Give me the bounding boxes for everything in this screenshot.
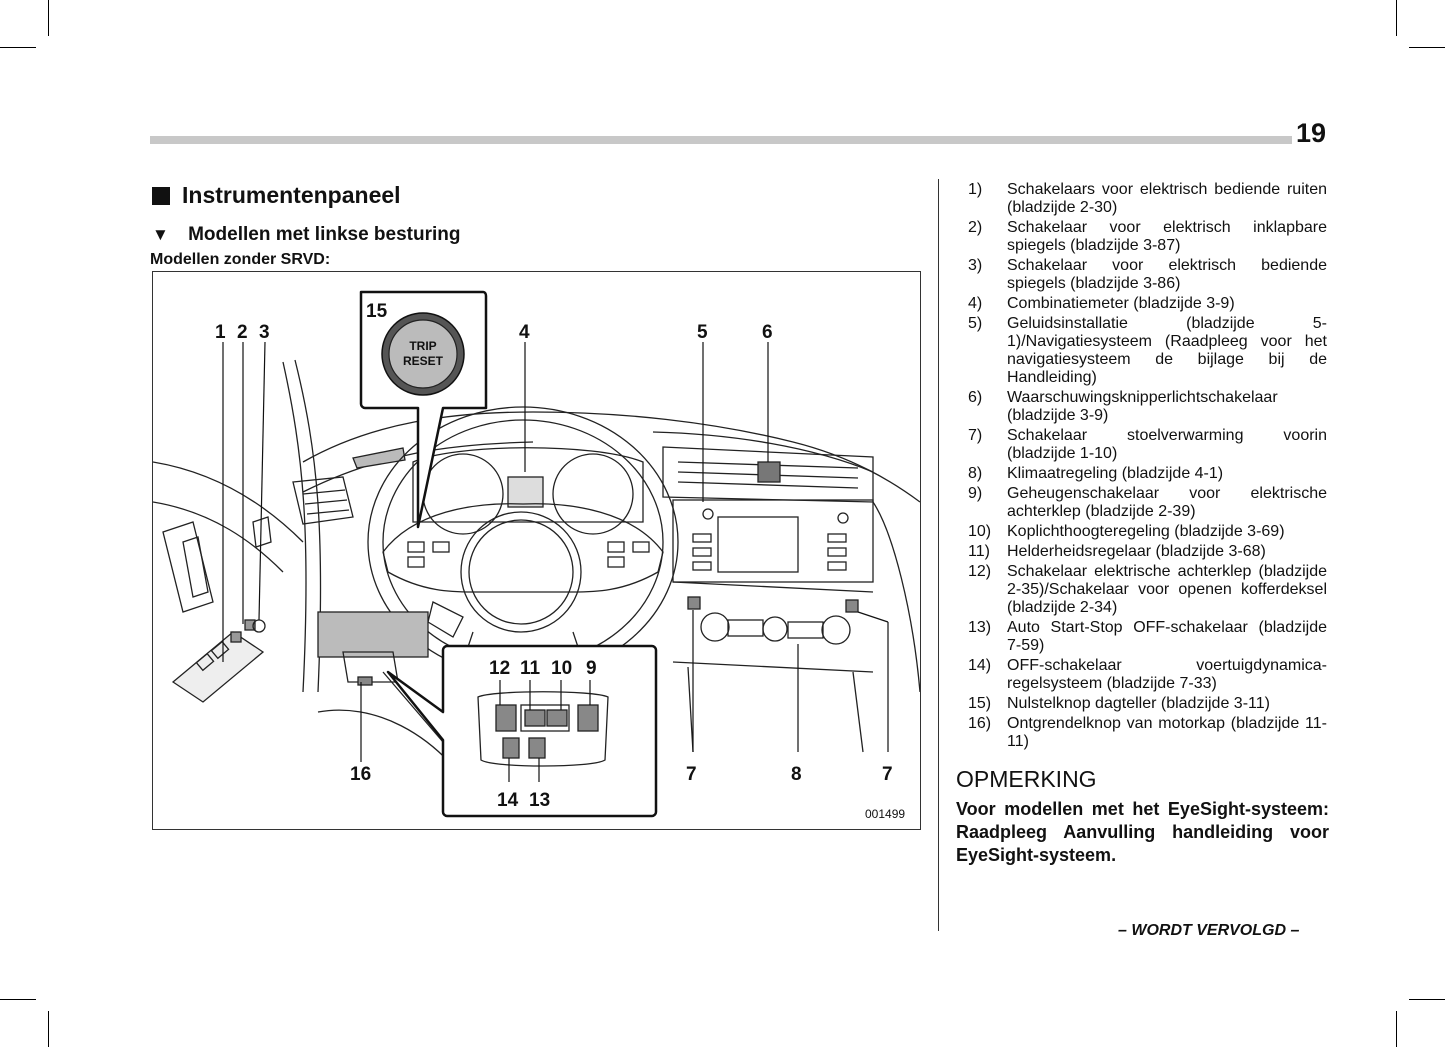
legend-item: 12) Schakelaar elektrische achterklep (bl… <box>968 563 1327 617</box>
legend-text: Helderheidsregelaar (bladzijde 3-68) <box>1007 543 1266 560</box>
legend-text: Nulstelknop dagteller (bladzijde 3-11) <box>1007 695 1270 712</box>
callout-3: 3 <box>259 322 270 343</box>
subsection-title: ▼ Modellen met linkse besturing <box>152 224 461 246</box>
dashboard-figure: 1 2 3 4 5 6 15 16 7 8 7 12 11 10 9 14 13… <box>152 271 921 830</box>
continued-label: – WORDT VERVOLGD – <box>1118 922 1300 939</box>
legend-number: 16) <box>968 715 992 732</box>
callout-8: 8 <box>791 764 802 785</box>
legend-text: Schakelaar stoelverwarming voorin (bladz… <box>1007 427 1327 462</box>
legend-number: 15) <box>968 695 992 712</box>
triangle-down-icon: ▼ <box>152 225 169 244</box>
callout-2: 2 <box>237 322 248 343</box>
legend-number: 6) <box>968 389 983 406</box>
legend-item: 11) Helderheidsregelaar (bladzijde 3-68) <box>968 543 1327 561</box>
crop-mark <box>0 999 36 1000</box>
legend-item: 6) Waarschuwingsknipperlichtschakelaar (b… <box>968 389 1327 425</box>
section-title-text: Instrumentenpaneel <box>182 182 401 208</box>
crop-mark <box>1409 999 1445 1000</box>
section-square-icon <box>152 186 170 205</box>
legend-item: 15) Nulstelknop dagteller (bladzijde 3-11… <box>968 695 1327 713</box>
legend-number: 1) <box>968 181 983 198</box>
crop-mark <box>1396 1011 1397 1047</box>
legend-number: 8) <box>968 465 983 482</box>
legend-item: 7) Schakelaar stoelverwarming voorin (bla… <box>968 427 1327 463</box>
legend-item: 10) Koplichthoogteregeling (bladzijde 3-6… <box>968 523 1327 541</box>
legend-text: Ontgrendelknop van motorkap (bladzijde 1… <box>1007 715 1327 750</box>
legend-number: 9) <box>968 485 983 502</box>
reset-label: RESET <box>403 354 444 368</box>
dashboard-illustration: 1 2 3 4 5 6 15 16 7 8 7 12 11 10 9 14 13… <box>153 290 920 821</box>
figure-id: 001499 <box>865 807 905 821</box>
trip-label: TRIP <box>409 339 436 353</box>
legend-text: Combinatiemeter (bladzijde 3-9) <box>1007 295 1235 312</box>
model-label: Modellen zonder SRVD: <box>150 251 331 268</box>
callout-12: 12 <box>489 658 510 679</box>
callout-16: 16 <box>350 764 371 785</box>
legend-item: 1) Schakelaars voor elektrisch bediende r… <box>968 181 1327 217</box>
page-number: 19 <box>1296 118 1327 148</box>
callout-6: 6 <box>762 322 773 343</box>
legend-item: 5) Geluidsinstallatie (bladzijde 5-1)/Nav… <box>968 315 1327 387</box>
callout-1: 1 <box>215 322 226 343</box>
legend-number: 5) <box>968 315 983 332</box>
legend-item: 13) Auto Start-Stop OFF-schakelaar (bladz… <box>968 619 1327 655</box>
legend-text: Klimaatregeling (bladzijde 4-1) <box>1007 465 1224 482</box>
legend-number: 2) <box>968 219 983 236</box>
legend-text: Koplichthoogteregeling (bladzijde 3-69) <box>1007 523 1285 540</box>
legend-number: 12) <box>968 563 992 580</box>
legend-text: Auto Start-Stop OFF-schakelaar (bladzijd… <box>1007 619 1327 654</box>
legend-item: 14) OFF-schakelaar voertuigdynamica-regel… <box>968 657 1327 693</box>
callout-15: 15 <box>366 301 388 322</box>
callout-14: 14 <box>497 790 519 811</box>
callout-11: 11 <box>520 658 541 679</box>
legend-number: 11) <box>968 543 990 560</box>
legend-text: OFF-schakelaar voertuigdynamica-regelsys… <box>1007 657 1327 692</box>
subsection-title-text: Modellen met linkse besturing <box>188 224 461 245</box>
callout-7-left: 7 <box>686 764 697 785</box>
column-divider <box>938 179 939 931</box>
callout-9: 9 <box>586 658 597 679</box>
legend-text: Schakelaars voor elektrisch bediende rui… <box>1007 181 1327 216</box>
callout-13: 13 <box>529 790 550 811</box>
crop-mark <box>48 0 49 36</box>
legend-number: 7) <box>968 427 983 444</box>
section-title: Instrumentenpaneel <box>152 182 401 209</box>
legend-item: 9) Geheugenschakelaar voor elektrische ac… <box>968 485 1327 521</box>
legend-text: Schakelaar voor elektrisch inklapbare sp… <box>1007 219 1327 254</box>
legend-item: 8) Klimaatregeling (bladzijde 4-1) <box>968 465 1327 483</box>
legend-number: 3) <box>968 257 983 274</box>
legend-text: Waarschuwingsknipperlichtschakelaar (bla… <box>1007 389 1278 424</box>
legend-number: 14) <box>968 657 992 674</box>
callout-10: 10 <box>551 658 572 679</box>
legend-number: 4) <box>968 295 983 312</box>
legend-item: 4) Combinatiemeter (bladzijde 3-9) <box>968 295 1327 313</box>
crop-mark <box>48 1011 49 1047</box>
legend-item: 16) Ontgrendelknop van motorkap (bladzijd… <box>968 715 1327 751</box>
legend-text: Schakelaar voor elektrisch bediende spie… <box>1007 257 1327 292</box>
legend-item: 2) Schakelaar voor elektrisch inklapbare … <box>968 219 1327 255</box>
legend-text: Geluidsinstallatie (bladzijde 5-1)/Navig… <box>1007 315 1327 386</box>
legend-number: 13) <box>968 619 992 636</box>
legend-number: 10) <box>968 523 992 540</box>
crop-mark <box>1396 0 1397 36</box>
crop-mark <box>1409 47 1445 48</box>
callout-5: 5 <box>697 322 708 343</box>
header-bar <box>150 136 1292 144</box>
callout-4: 4 <box>519 322 530 343</box>
legend-text: Geheugenschakelaar voor elektrische acht… <box>1007 485 1327 520</box>
note-title: OPMERKING <box>956 766 1097 792</box>
callout-7-right: 7 <box>882 764 893 785</box>
legend-list: 1) Schakelaars voor elektrisch bediende r… <box>968 181 1327 753</box>
legend-item: 3) Schakelaar voor elektrisch bediende sp… <box>968 257 1327 293</box>
crop-mark <box>0 47 36 48</box>
note-body: Voor modellen met het EyeSight-systeem: … <box>956 799 1329 865</box>
legend-text: Schakelaar elektrische achterklep (bladz… <box>1007 563 1327 616</box>
